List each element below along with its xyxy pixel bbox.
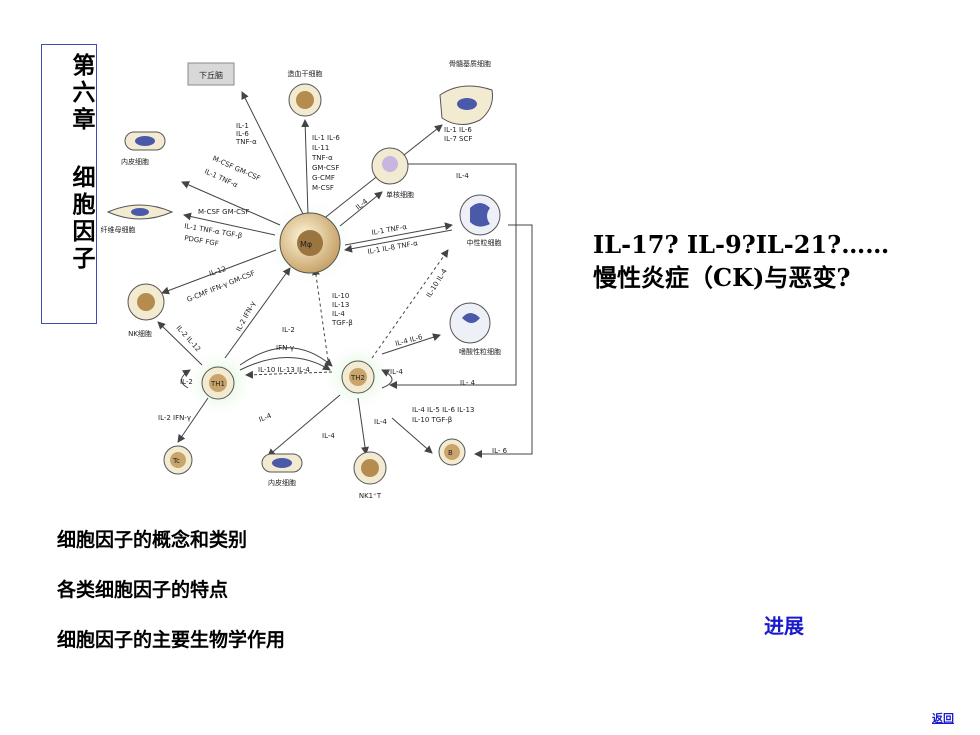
svg-text:IL- 4: IL- 4: [460, 379, 476, 387]
endothelial-bottom-label: 内皮细胞: [268, 478, 296, 487]
outline-item-2: 各类细胞因子的特点: [57, 579, 229, 601]
svg-text:TNF-α: TNF-α: [311, 154, 333, 162]
svg-text:IL-4: IL-4: [354, 197, 369, 212]
svg-text:IL-10: IL-10: [332, 292, 349, 300]
monocyte-label: 单核细胞: [386, 190, 414, 199]
stroma-label: 骨髓基质细胞: [449, 59, 491, 68]
chapter-title: 第六章 细胞因子: [68, 53, 95, 273]
svg-text:IL-1 IL-6: IL-1 IL-6: [444, 126, 472, 134]
svg-text:IFN-γ: IFN-γ: [276, 344, 294, 352]
svg-text:IL-1 TNF-α: IL-1 TNF-α: [371, 223, 408, 237]
chapter-title-box: 第六章 细胞因子: [41, 44, 97, 324]
svg-text:IL-4: IL-4: [374, 418, 387, 426]
outline-item-3: 细胞因子的主要生物学作用: [57, 629, 286, 651]
svg-text:IL-10 IL-4: IL-10 IL-4: [425, 267, 449, 299]
svg-text:IL-2: IL-2: [180, 378, 193, 386]
svg-text:IL-4: IL-4: [456, 172, 469, 180]
svg-text:IL-1: IL-1: [236, 122, 249, 130]
neutrophil-label: 中性粒细胞: [467, 238, 502, 247]
endothelial-top-label: 内皮细胞: [121, 157, 149, 166]
svg-text:IL-4: IL-4: [322, 432, 335, 440]
b-cell-label: B: [448, 449, 453, 457]
svg-text:PDGF FGF: PDGF FGF: [184, 234, 220, 248]
svg-text:IL- 6: IL- 6: [492, 447, 508, 455]
th1-label: TH1: [210, 380, 225, 388]
svg-text:IL-1 IL-8 TNF-α: IL-1 IL-8 TNF-α: [367, 239, 419, 256]
svg-text:IL-10 TGF-β: IL-10 TGF-β: [412, 416, 452, 424]
svg-text:IL-6: IL-6: [236, 130, 249, 138]
nk-label: NK细胞: [128, 329, 152, 338]
svg-text:IL-4: IL-4: [258, 411, 273, 423]
nk1t-label: NK1⁺T: [359, 492, 382, 500]
th2-label: TH2: [350, 374, 365, 382]
svg-text:IL-12: IL-12: [208, 265, 227, 278]
svg-text:IL-4 IL-6: IL-4 IL-6: [394, 333, 424, 348]
eosinophil-label: 嗜酸性粒细胞: [459, 347, 501, 356]
fibroblast-label: 纤维母细胞: [101, 225, 136, 234]
outline-list: 细胞因子的概念和类别 各类细胞因子的特点 细胞因子的主要生物学作用: [57, 525, 285, 675]
cytokine-network-diagram: 下丘脑 造血干细胞 骨髓基质细胞 内皮细胞 纤维母细胞 NK细胞 Mφ 单核细胞…: [100, 40, 560, 510]
mphi-label: Mφ: [300, 240, 312, 249]
svg-text:IL-2 IFN-γ: IL-2 IFN-γ: [158, 414, 191, 422]
svg-text:IL-4: IL-4: [390, 368, 403, 376]
svg-text:IL-10 IL-13 IL-4: IL-10 IL-13 IL-4: [258, 366, 310, 374]
svg-text:IL-4 IL-5 IL-6 IL-13: IL-4 IL-5 IL-6 IL-13: [412, 406, 474, 414]
svg-text:G-CMF: G-CMF: [312, 174, 335, 182]
hypothalamus-label: 下丘脑: [199, 70, 223, 80]
svg-text:TGF-β: TGF-β: [331, 319, 353, 327]
svg-text:GM-CSF: GM-CSF: [312, 164, 339, 172]
progress-link[interactable]: 进展: [764, 614, 804, 638]
return-link[interactable]: 返回: [932, 712, 954, 725]
svg-text:IL-1 IL-6: IL-1 IL-6: [312, 134, 340, 142]
research-headline: IL-17? IL-9?IL-21?…… 慢性炎症（CK)与恶变?: [593, 228, 889, 294]
headline-line-1: IL-17? IL-9?IL-21?……: [593, 230, 890, 259]
hsc-label: 造血干细胞: [288, 69, 323, 78]
svg-text:IL-4: IL-4: [332, 310, 345, 318]
svg-text:TNF-α: TNF-α: [235, 138, 257, 146]
svg-text:IL-2 IL-12: IL-2 IL-12: [175, 324, 203, 353]
svg-text:IL-7 SCF: IL-7 SCF: [444, 135, 472, 143]
hypothalamus-box: [187, 62, 235, 86]
tc-label: Tc: [172, 457, 180, 465]
headline-line-2: 慢性炎症（CK)与恶变?: [593, 263, 851, 292]
svg-text:IL-11: IL-11: [312, 144, 329, 152]
outline-item-1: 细胞因子的概念和类别: [57, 529, 248, 551]
svg-text:IL-13: IL-13: [332, 301, 349, 309]
svg-text:IL-2: IL-2: [282, 326, 295, 334]
svg-text:M-CSF GM-CSF: M-CSF GM-CSF: [198, 208, 250, 216]
svg-text:M-CSF: M-CSF: [312, 184, 334, 192]
svg-text:IL-2 IFN-γ: IL-2 IFN-γ: [235, 300, 258, 333]
